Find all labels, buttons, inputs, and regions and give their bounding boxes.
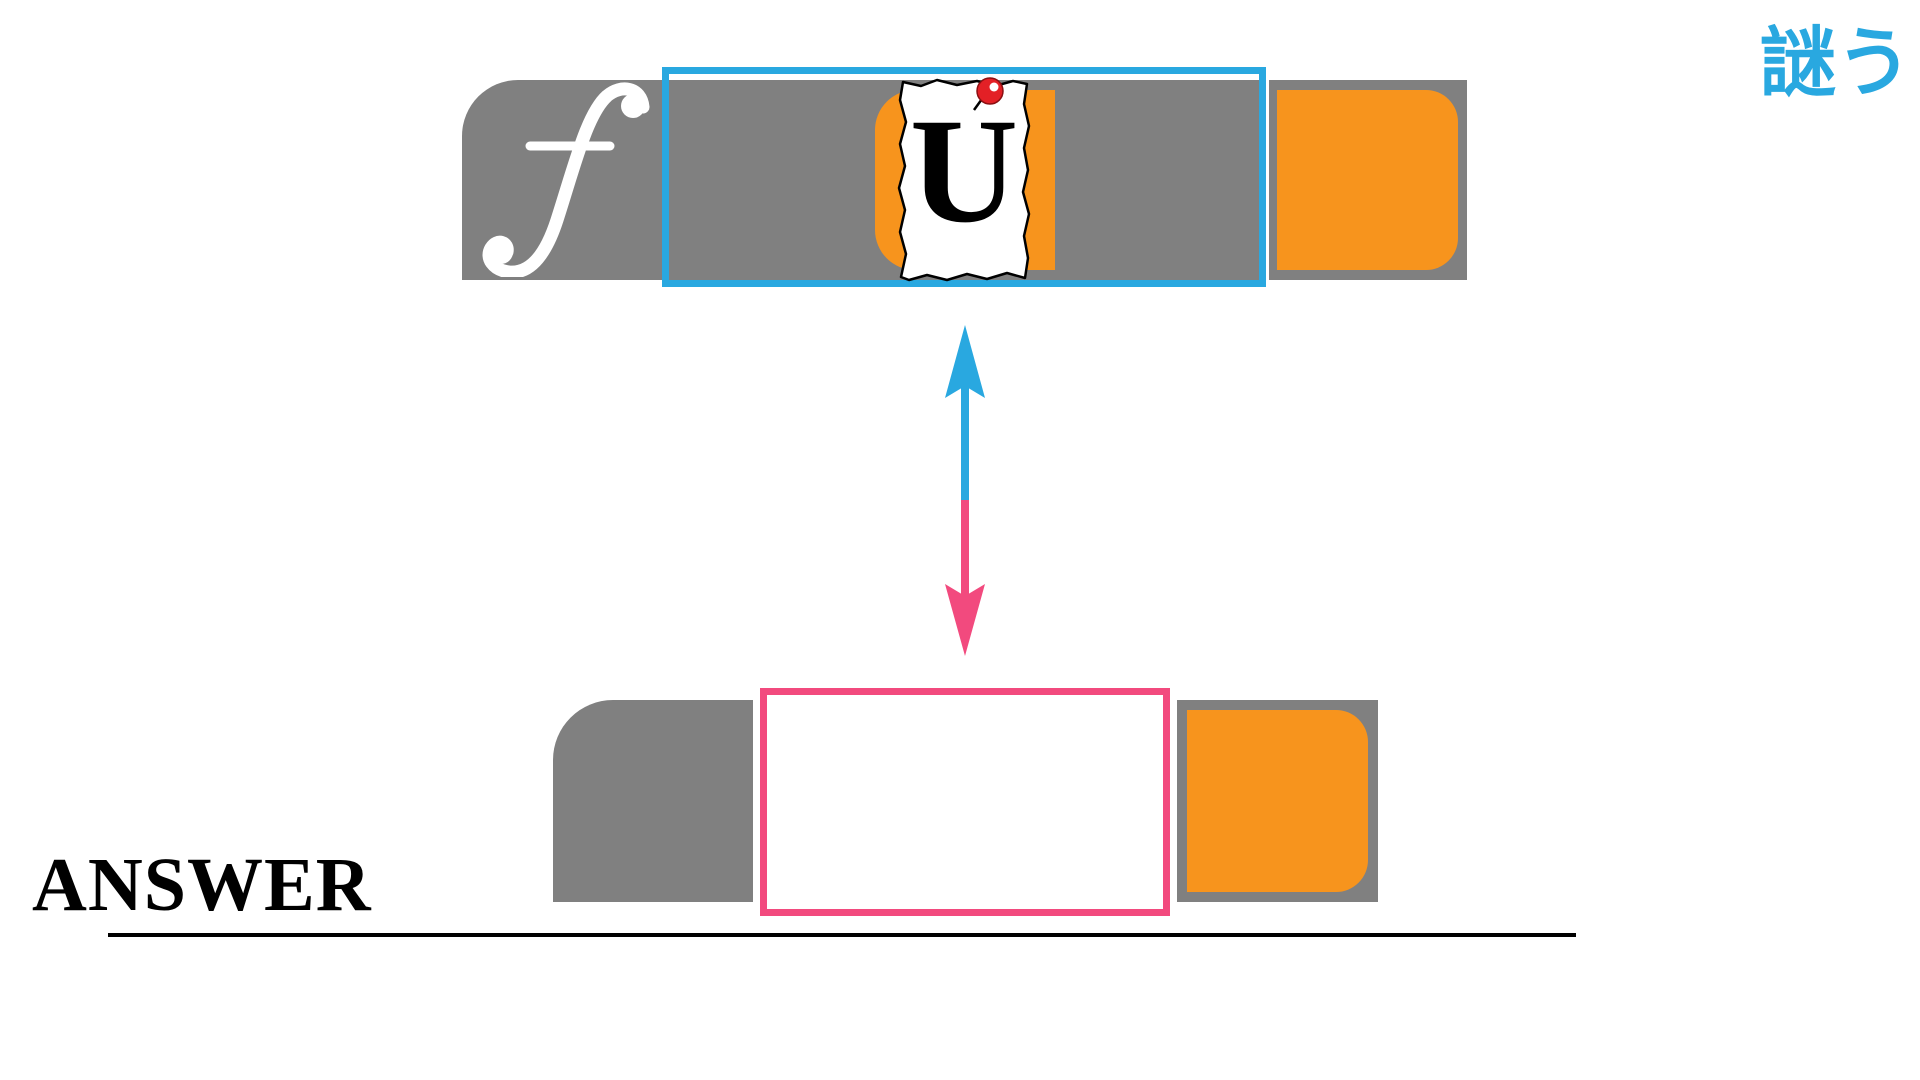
push-pin-icon bbox=[972, 77, 1004, 111]
double-headed-arrow-icon bbox=[945, 325, 985, 656]
bottom-strip-orange bbox=[1187, 710, 1368, 892]
answer-box-pink bbox=[760, 688, 1170, 916]
bottom-strip-left bbox=[553, 700, 753, 902]
answer-line bbox=[108, 933, 1576, 937]
highlight-frame-blue bbox=[662, 67, 1266, 287]
function-f-icon bbox=[482, 82, 650, 277]
answer-label: ANSWER bbox=[32, 843, 372, 927]
brand-logo: 謎う bbox=[1760, 18, 1912, 107]
top-strip-orange-right bbox=[1277, 90, 1458, 270]
note-letter: U bbox=[909, 88, 1019, 254]
top-strip-divider bbox=[1265, 80, 1269, 280]
